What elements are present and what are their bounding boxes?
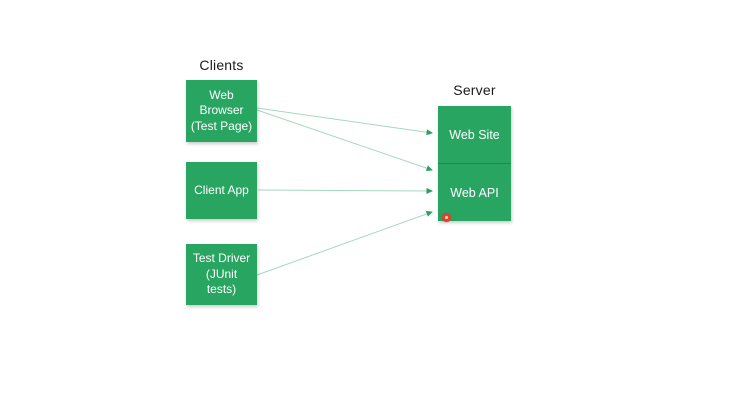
clients-group-label: Clients [199,57,244,73]
client-box-web-browser: Web Browser (Test Page) [186,80,257,142]
click-indicator-icon [442,213,451,222]
click-indicator-dot [445,216,448,219]
web-browser-box-label: Web Browser (Test Page) [190,87,253,133]
client-app-box-label: Client App [194,182,249,197]
arrow-webbrowser-to-website [256,107,433,136]
client-box-client-app: Client App [186,162,257,219]
client-box-test-driver: Test Driver (JUnit tests) [186,244,257,305]
arrow-clientapp-to-webapi [257,187,433,194]
web-api-label: Web API [450,185,499,200]
arrow-webbrowser-to-webapi [256,109,433,172]
server-group-label: Server [453,82,496,98]
server-box: Web Site Web API [438,106,511,221]
web-site-label: Web Site [449,127,500,142]
arrow-testdriver-to-webapi [256,211,433,276]
server-section-web-api: Web API [438,163,511,221]
server-section-web-site: Web Site [438,106,511,163]
test-driver-box-label: Test Driver (JUnit tests) [192,251,251,297]
